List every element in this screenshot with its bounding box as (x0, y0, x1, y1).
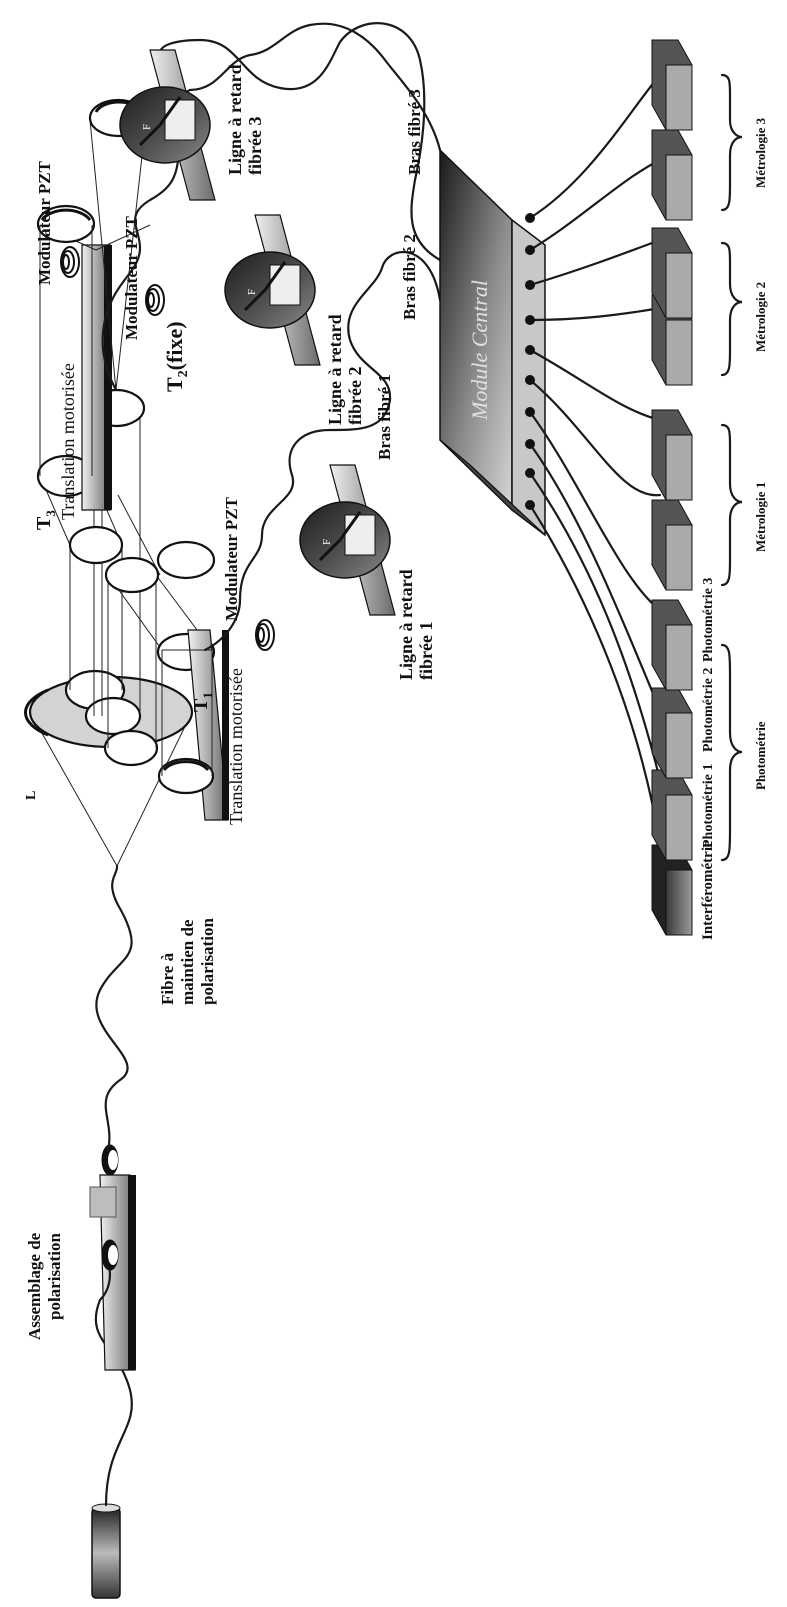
pzt-coils (60, 246, 275, 651)
label-photometrie-group: Photométrie (753, 721, 768, 790)
label-pzt-2: Modulateur PZT (122, 215, 141, 340)
label-metrologie-3: Métrologie 3 (753, 117, 768, 188)
source-fibre (94, 1298, 133, 1507)
label-bras1: Bras fibré 1 (375, 374, 394, 460)
label-metrologie-1: Métrologie 1 (753, 482, 768, 552)
label-metrologie-2: Métrologie 2 (753, 282, 768, 352)
label-photometrie-2: Photométrie 2 (701, 668, 716, 752)
label-ligne1-2: fibrée 1 (416, 622, 436, 680)
label-photometrie-3: Photométrie 3 (701, 578, 716, 662)
label-t1: T1 (190, 692, 215, 712)
label-bras3: Bras fibré 3 (405, 89, 424, 175)
label-assemblage-2: polarisation (45, 1233, 64, 1320)
label-t3: T3 (33, 510, 58, 530)
label-photometrie-1: Photométrie 1 (701, 764, 716, 848)
label-ligne3-2: fibrée 3 (245, 117, 265, 175)
label-assemblage-1: Assemblage de (25, 1232, 44, 1340)
pm-fibre (95, 864, 133, 1082)
label-translation-bottom: Translation motorisée (226, 668, 246, 825)
t3-stage (36, 204, 151, 511)
label-interferometrie: Interférométrie (700, 840, 716, 940)
label-ligne3-1: Ligne à retard (225, 64, 245, 175)
detector-metrologie-1a (651, 499, 693, 591)
detector-photometrie-3 (651, 599, 693, 691)
output-fibres (528, 73, 662, 847)
label-fibre-2: maintien de (178, 919, 197, 1005)
detector-photometrie-1 (651, 769, 693, 861)
label-delay-f-2: F (246, 289, 258, 295)
label-translation-top: Translation motorisée (58, 363, 78, 520)
label-pzt-1: Modulateur PZT (222, 496, 241, 621)
label-ligne1-1: Ligne à retard (396, 569, 416, 680)
detector-metrologie-1b (651, 409, 693, 501)
label-t2: T2(fixe) (162, 321, 191, 392)
detector-interferometrie (651, 844, 693, 936)
label-fibre-3: polarisation (198, 918, 217, 1005)
label-bras2: Bras fibré 2 (400, 234, 419, 320)
detector-metrologie-3a (651, 129, 693, 221)
detector-photometrie-2 (651, 687, 693, 779)
label-fibre-1: Fibre à (158, 952, 177, 1005)
label-delay-f-3: F (141, 124, 153, 130)
delay-lines (119, 49, 396, 616)
label-module-central: Module Central (467, 280, 492, 421)
t1-stage (157, 629, 229, 821)
label-lens-L: L (24, 791, 39, 800)
lens-L (24, 669, 194, 867)
connector-pins (525, 213, 535, 510)
label-pzt-3: Modulateur PZT (35, 160, 54, 285)
group-braces (720, 73, 743, 862)
label-ligne2-2: fibrée 2 (345, 367, 365, 425)
detector-metrologie-3b (651, 39, 693, 131)
detectors (651, 39, 693, 936)
light-source (91, 1503, 121, 1599)
label-ligne2-1: Ligne à retard (325, 314, 345, 425)
labels: Assemblage de polarisation Fibre à maint… (24, 64, 768, 1340)
polarisation-assembly (89, 1078, 136, 1371)
detector-metrologie-2b (651, 227, 693, 319)
label-delay-f-1: F (321, 539, 333, 545)
